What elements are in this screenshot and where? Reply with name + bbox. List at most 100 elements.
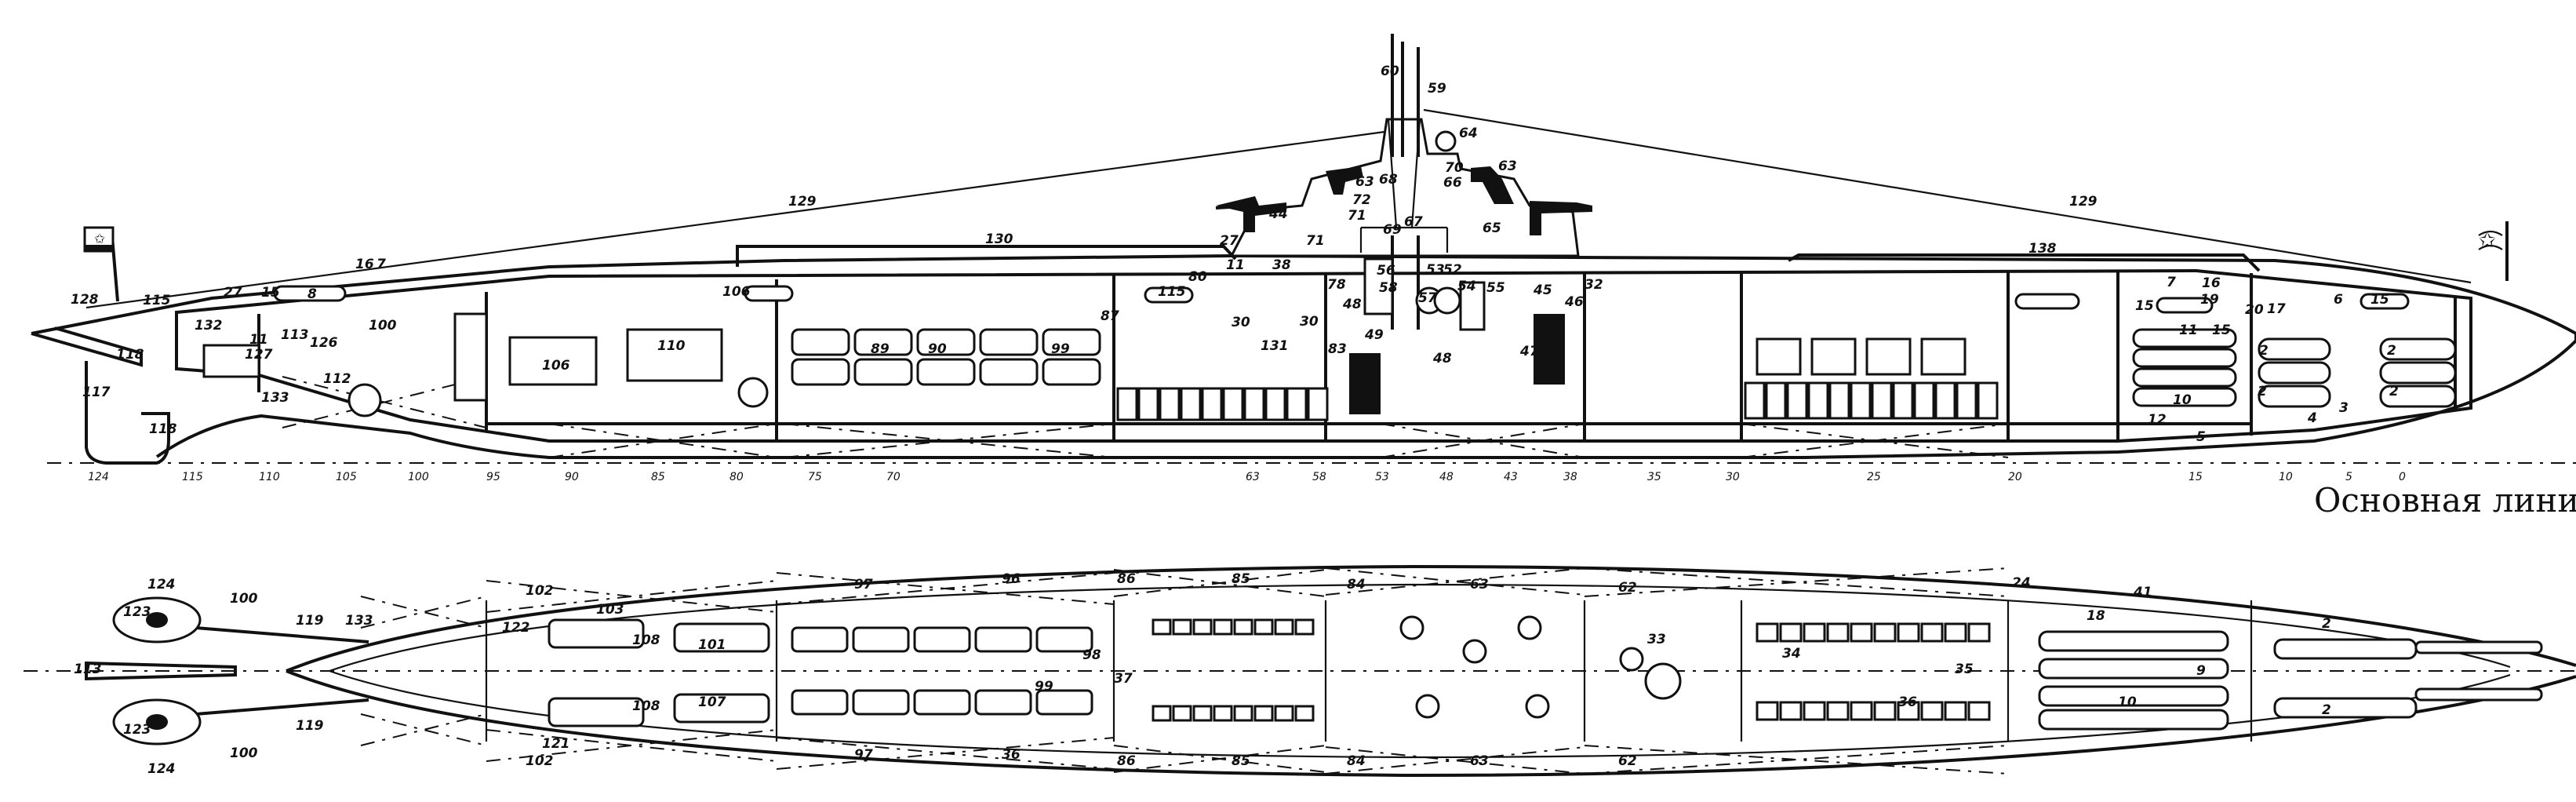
locker <box>1897 622 1920 643</box>
callout-number: 8 <box>307 286 317 302</box>
diesel-cylinder-block <box>791 689 849 716</box>
reload-torpedo <box>2132 328 2237 348</box>
callout-number: 86 <box>1117 753 1136 769</box>
battery-cell <box>1042 358 1101 386</box>
callout-number: 53 <box>1426 262 1445 278</box>
tank-cross <box>776 572 1115 605</box>
propellers <box>85 596 369 745</box>
callout-number: 56 <box>1377 263 1395 279</box>
callout-number: 44 <box>1268 206 1288 222</box>
deck-gun-aft <box>1216 196 1286 232</box>
battery-cell <box>791 328 850 356</box>
callout-number: 102 <box>526 753 554 769</box>
frame-number: 100 <box>408 471 429 483</box>
battery-row <box>1233 705 1253 722</box>
callout-number: 96 <box>1002 571 1021 587</box>
stern-flag: ✩ <box>83 226 119 302</box>
callout-number: 57 <box>1418 290 1437 306</box>
callout-number: 15 <box>2212 323 2231 338</box>
control-station <box>1462 639 1487 664</box>
callout-number: 98 <box>1082 647 1101 663</box>
motor <box>673 622 770 653</box>
battery-cell <box>1286 387 1308 421</box>
callout-number: 47 <box>1519 344 1539 359</box>
callout-number: 69 <box>1383 222 1402 238</box>
battery-cell <box>1180 387 1202 421</box>
battery-cell <box>1137 387 1159 421</box>
battery-cell <box>1201 387 1223 421</box>
callout-number: 123 <box>123 722 151 738</box>
callout-number: 106 <box>542 358 570 374</box>
frame-number: 43 <box>1504 471 1518 483</box>
callout-number: 15 <box>261 285 280 301</box>
control-station <box>1517 615 1542 640</box>
cabin-locker <box>1920 337 1967 376</box>
air-bottle <box>2156 297 2214 314</box>
battery-row <box>1213 618 1233 636</box>
locker <box>1826 701 1850 721</box>
frame-number: 10 <box>2279 471 2293 483</box>
control-station <box>1399 615 1424 640</box>
battery-cell <box>979 358 1039 386</box>
callout-number: 18 <box>2087 608 2105 624</box>
frame-number: 110 <box>259 471 280 483</box>
deck-gun-aft-barrel <box>1215 204 1256 210</box>
callout-number: 84 <box>1347 577 1366 592</box>
battery-row <box>1172 618 1192 636</box>
callout-number: 35 <box>1955 662 1974 677</box>
callout-number: 110 <box>657 338 686 354</box>
battery-cell <box>916 358 976 386</box>
callout-number: 99 <box>1035 679 1053 694</box>
tank-cross <box>1584 567 2009 597</box>
baseline-label: Основная линия <box>2314 481 2576 519</box>
frame-number: 95 <box>486 471 500 483</box>
callout-number: 38 <box>1272 257 1291 273</box>
callout-number: 117 <box>82 385 111 400</box>
torpedo-plan <box>2273 697 2418 719</box>
callout-number: 54 <box>1457 279 1476 294</box>
frame-number: 53 <box>1375 471 1389 483</box>
callout-number: 113 <box>74 662 102 677</box>
tank-cross <box>282 376 487 428</box>
locker <box>1756 701 1779 721</box>
air-bottle <box>273 285 347 302</box>
battery-cell <box>1264 387 1286 421</box>
control-panel <box>1459 281 1486 331</box>
callout-number: 11 <box>1226 257 1245 273</box>
battery-row <box>1274 618 1294 636</box>
battery-row <box>1192 705 1213 722</box>
locker <box>1826 622 1850 643</box>
callout-number: 103 <box>596 602 624 618</box>
callout-number: 63 <box>1470 753 1489 769</box>
callout-number: 112 <box>323 371 351 387</box>
callout-number: 85 <box>1232 753 1250 769</box>
locker <box>1944 622 1967 643</box>
callout-number: 78 <box>1327 277 1346 293</box>
battery-row <box>1253 618 1274 636</box>
locker <box>1779 701 1803 721</box>
callout-number: 30 <box>1232 315 1250 330</box>
callout-number: 58 <box>1379 280 1398 296</box>
torpedo-plan <box>2273 638 2418 660</box>
conning-tower <box>1229 118 1580 257</box>
callout-number: 89 <box>871 341 890 357</box>
locker <box>1920 701 1944 721</box>
battery-cell <box>1786 381 1808 420</box>
callout-number: 68 <box>1379 172 1398 188</box>
frame-number: 75 <box>808 471 822 483</box>
callout-number: 106 <box>722 284 751 300</box>
tank-cross <box>1584 745 2009 775</box>
battery-cell <box>1934 381 1956 420</box>
callout-number: 62 <box>1618 753 1637 769</box>
frame-number: 15 <box>2189 471 2203 483</box>
callout-number: 33 <box>1647 632 1666 647</box>
control-station <box>1415 694 1440 719</box>
callout-number: 7 <box>377 257 386 272</box>
tank-cross <box>1584 745 2009 775</box>
deck-rail-aft <box>736 245 1237 267</box>
diesel-cylinder-block <box>852 626 910 653</box>
tank-cross <box>1584 567 2009 597</box>
locker <box>1803 622 1826 643</box>
electric-motor <box>508 336 598 386</box>
tank-cross <box>1325 746 1585 775</box>
